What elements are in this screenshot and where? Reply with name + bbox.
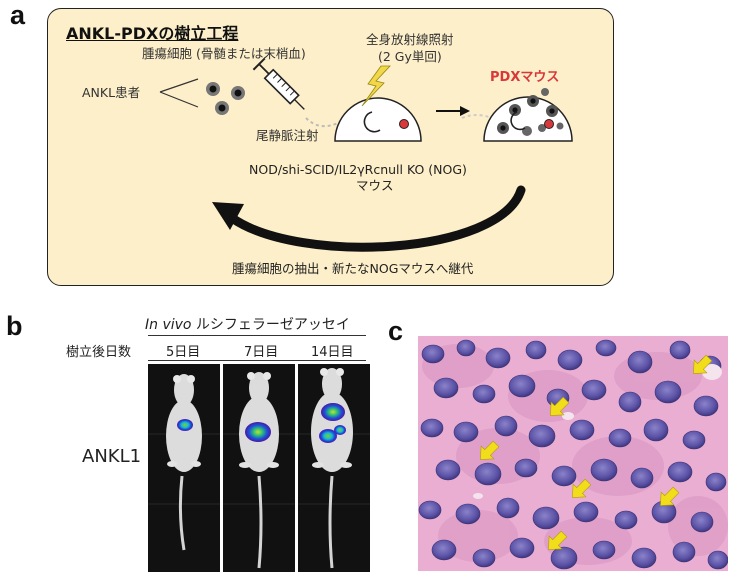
histology-image	[418, 336, 728, 571]
imaging-prefix: In vivo	[145, 317, 192, 333]
patient-bracket	[159, 78, 199, 108]
mouse-image-day14	[298, 364, 370, 572]
imaging-suffix: ルシフェラーゼアッセイ	[191, 317, 350, 333]
tumor-nuclei	[418, 339, 728, 570]
arrow-icon-1	[693, 354, 713, 374]
panel-a-box	[47, 8, 614, 286]
day-header-rule	[148, 360, 366, 361]
panel-a-letter: a	[10, 0, 26, 30]
patient-label: ANKL患者	[82, 85, 141, 100]
panel-b-letter: b	[6, 311, 23, 341]
arrow-icon-2	[550, 396, 570, 416]
tumor-cells-label: 腫瘍細胞 (骨髄または末梢血)	[142, 46, 306, 61]
irradiated-mouse-icon	[334, 97, 422, 142]
arrow-icon-6	[548, 530, 568, 550]
day-label-7: 7日目	[244, 345, 279, 360]
arrow-icon-5	[660, 486, 680, 506]
strain-label: NOD/shi-SCID/IL2γRcnull KO (NOG)	[249, 162, 467, 177]
pdx-mouse-label: PDXマウス	[490, 70, 560, 85]
tumor-cells-icon	[206, 82, 245, 115]
white-spaces	[473, 364, 722, 499]
passage-arrow	[227, 185, 526, 252]
day-label-5: 5日目	[166, 345, 201, 360]
arrow-right-icon	[436, 106, 470, 116]
mouse-image-day5	[148, 364, 220, 572]
imaging-header: In vivo ルシフェラーゼアッセイ	[145, 314, 350, 334]
day-header: 樹立後日数	[66, 345, 132, 360]
irradiation-dose: (2 Gy単回)	[378, 49, 442, 64]
arrow-icon-4	[572, 478, 592, 498]
passage-label: 腫瘍細胞の抽出・新たなNOGマウスへ継代	[232, 261, 474, 276]
panel-a-title: ANKL-PDXの樹立工程	[66, 24, 239, 43]
mouse-image-day7	[223, 364, 295, 572]
day-label-14: 14日目	[311, 345, 354, 360]
pdx-mouse-icon	[483, 88, 573, 142]
injection-path	[305, 117, 341, 128]
irradiation-label: 全身放射線照射	[366, 32, 454, 47]
panel-c-letter: c	[388, 316, 404, 346]
panel-a-diagram	[159, 57, 573, 252]
yellow-arrows	[480, 354, 713, 550]
sample-label: ANKL1	[82, 446, 142, 467]
syringe-icon	[252, 57, 305, 110]
transfer-path	[461, 114, 493, 119]
luciferase-images	[148, 364, 370, 572]
strain-sub-label: マウス	[356, 178, 394, 193]
injection-label: 尾静脈注射	[256, 128, 319, 143]
imaging-header-rule	[148, 335, 366, 336]
arrow-icon-3	[480, 440, 500, 460]
lightning-bolt-icon	[361, 65, 391, 107]
passage-arrow-head	[212, 202, 244, 230]
